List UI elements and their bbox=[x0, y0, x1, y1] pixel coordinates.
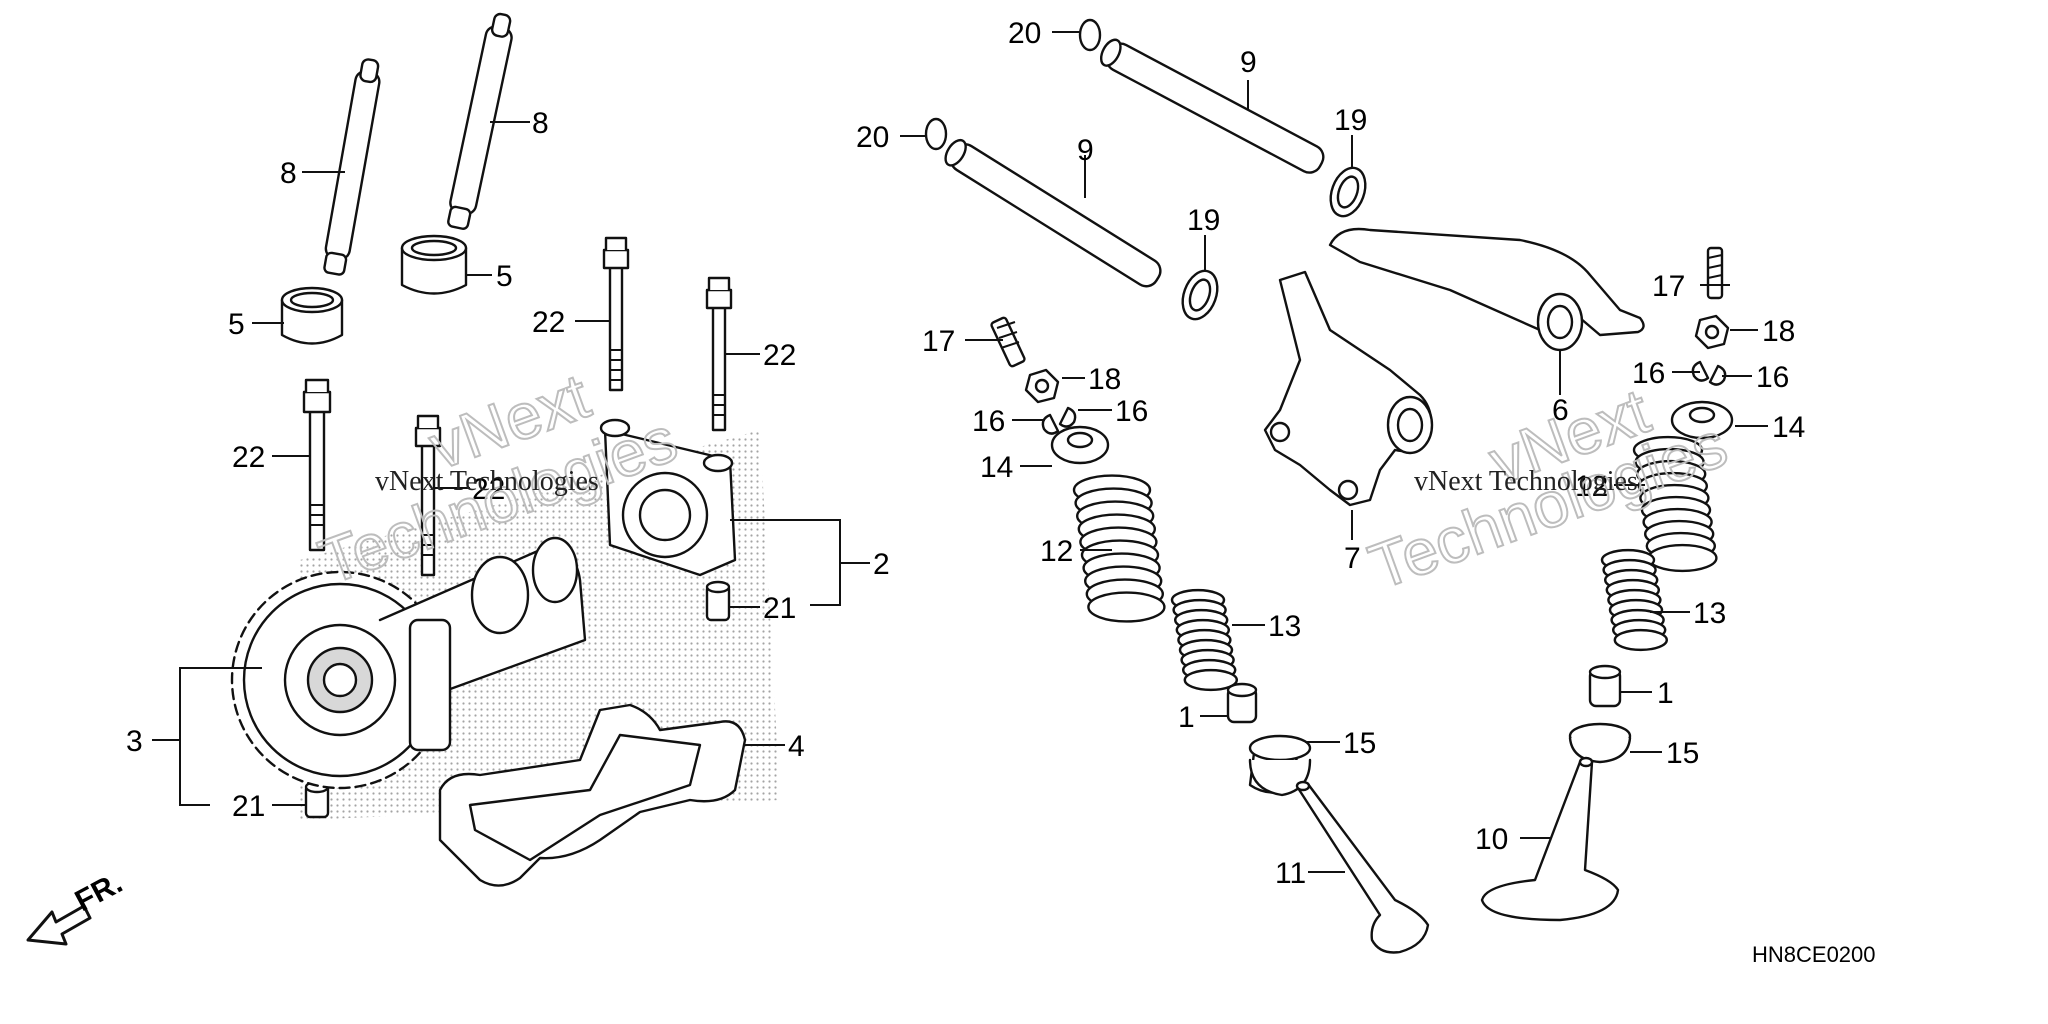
callout-1-left: 1 bbox=[1178, 701, 1195, 734]
callout-16-a: 16 bbox=[972, 405, 1005, 438]
o-ring-20-top bbox=[1078, 18, 1102, 52]
callout-11: 11 bbox=[1275, 857, 1306, 890]
callouts: 8 8 5 5 22 22 22 22 2 21 3 21 4 20 20 9 … bbox=[126, 17, 1805, 890]
outer-spring-12-left bbox=[1072, 474, 1166, 623]
retainer-14-right bbox=[1670, 400, 1734, 440]
bolt-22-c bbox=[302, 378, 332, 552]
arrow-icon bbox=[26, 904, 92, 946]
cotter-16-b bbox=[1058, 406, 1077, 428]
callout-22-b: 22 bbox=[763, 339, 796, 372]
lock-nut-18-left bbox=[1024, 368, 1060, 404]
rocker-shaft-9-bottom bbox=[944, 138, 1162, 288]
cotter-16-a bbox=[1041, 413, 1060, 435]
callout-17-right: 17 bbox=[1652, 270, 1685, 303]
retainer-14-left bbox=[1050, 425, 1110, 465]
adjust-screw-17-left bbox=[990, 316, 1026, 368]
tappet-5-right bbox=[400, 234, 468, 295]
outer-spring-right-coil bbox=[1647, 543, 1718, 573]
callout-9-top: 9 bbox=[1240, 46, 1257, 79]
stem-seal-1-left bbox=[1226, 682, 1258, 724]
callout-5-left: 5 bbox=[228, 308, 245, 341]
pushrod-8-left bbox=[323, 58, 381, 276]
stem-seal-1-right bbox=[1588, 664, 1622, 708]
callout-2: 2 bbox=[873, 548, 890, 581]
callout-13-right: 13 bbox=[1693, 597, 1726, 630]
outer-spring-12-right bbox=[1632, 435, 1718, 573]
callout-17-left: 17 bbox=[922, 325, 955, 358]
callout-3: 3 bbox=[126, 725, 143, 758]
dowel-pin-21-a bbox=[705, 580, 731, 622]
callout-1-right: 1 bbox=[1657, 677, 1674, 710]
inner-spring-right-coil bbox=[1613, 628, 1669, 652]
cotter-16-c bbox=[1691, 360, 1710, 382]
bolt-22-a bbox=[602, 236, 630, 392]
adjust-screw-17-right bbox=[1706, 246, 1724, 300]
callout-18-left: 18 bbox=[1088, 363, 1121, 396]
callout-10: 10 bbox=[1475, 823, 1508, 856]
callout-7: 7 bbox=[1344, 542, 1361, 575]
valve-10 bbox=[1480, 756, 1620, 922]
inner-spring-13-left bbox=[1170, 588, 1239, 692]
callout-6: 6 bbox=[1552, 394, 1569, 427]
callout-20-top: 20 bbox=[1008, 17, 1041, 50]
callout-16-d: 16 bbox=[1756, 361, 1789, 394]
leader-lines bbox=[152, 31, 1768, 873]
callout-13-left: 13 bbox=[1268, 610, 1301, 643]
callout-8-left: 8 bbox=[280, 157, 297, 190]
cotter-16-d bbox=[1708, 364, 1727, 386]
callout-12-right: 12 bbox=[1575, 470, 1608, 503]
callout-19-top: 19 bbox=[1334, 104, 1367, 137]
seal-19-lower bbox=[1181, 269, 1219, 321]
camshaft-gear-3 bbox=[230, 536, 587, 790]
callout-4: 4 bbox=[788, 730, 805, 763]
callout-21-lower: 21 bbox=[232, 790, 265, 823]
callout-16-c: 16 bbox=[1632, 357, 1665, 390]
callout-15-left: 15 bbox=[1343, 727, 1376, 760]
watermark-small-right: vNext Technologies bbox=[1414, 466, 1638, 497]
callout-19-lower: 19 bbox=[1187, 204, 1220, 237]
callout-12-left: 12 bbox=[1040, 535, 1073, 568]
callout-20-left: 20 bbox=[856, 121, 889, 154]
callout-18-right: 18 bbox=[1762, 315, 1795, 348]
callout-22-c: 22 bbox=[232, 441, 265, 474]
outer-spring-left-coil bbox=[1087, 591, 1166, 623]
callout-9-lower: 9 bbox=[1077, 134, 1094, 167]
seal-19-top bbox=[1329, 166, 1367, 218]
callout-16-b: 16 bbox=[1115, 395, 1148, 428]
callout-22-d: 22 bbox=[472, 473, 505, 506]
spring-seat-15-left bbox=[1248, 734, 1312, 797]
camshaft-holder-2 bbox=[599, 418, 737, 577]
callout-14-right: 14 bbox=[1772, 411, 1805, 444]
inner-spring-13-right bbox=[1600, 548, 1669, 652]
callout-15-right: 15 bbox=[1666, 737, 1699, 770]
callout-21-upper: 21 bbox=[763, 592, 796, 625]
diagram-code: HN8CE0200 bbox=[1752, 942, 1876, 967]
callout-5-right: 5 bbox=[496, 260, 513, 293]
watermark-small-left: vNext Technologies bbox=[375, 466, 599, 497]
bolt-22-d bbox=[414, 414, 442, 577]
callout-8-right: 8 bbox=[532, 107, 549, 140]
inner-spring-left-coil bbox=[1183, 668, 1239, 692]
rocker-shaft-9-top bbox=[1099, 38, 1325, 174]
callout-22-a: 22 bbox=[532, 306, 565, 339]
spring-seat-15-right bbox=[1568, 722, 1632, 764]
o-ring-20-left bbox=[924, 117, 948, 151]
front-direction-arrow: FR. bbox=[26, 866, 128, 946]
oil-guide-4 bbox=[438, 703, 747, 887]
bolt-22-b bbox=[705, 276, 733, 432]
rocker-arm-6 bbox=[1328, 227, 1645, 352]
callout-14-left: 14 bbox=[980, 451, 1013, 484]
valve-11 bbox=[1295, 780, 1430, 954]
rocker-arm-7 bbox=[1263, 270, 1434, 507]
tappet-5-left bbox=[280, 286, 344, 345]
lock-nut-18-right bbox=[1694, 314, 1730, 350]
